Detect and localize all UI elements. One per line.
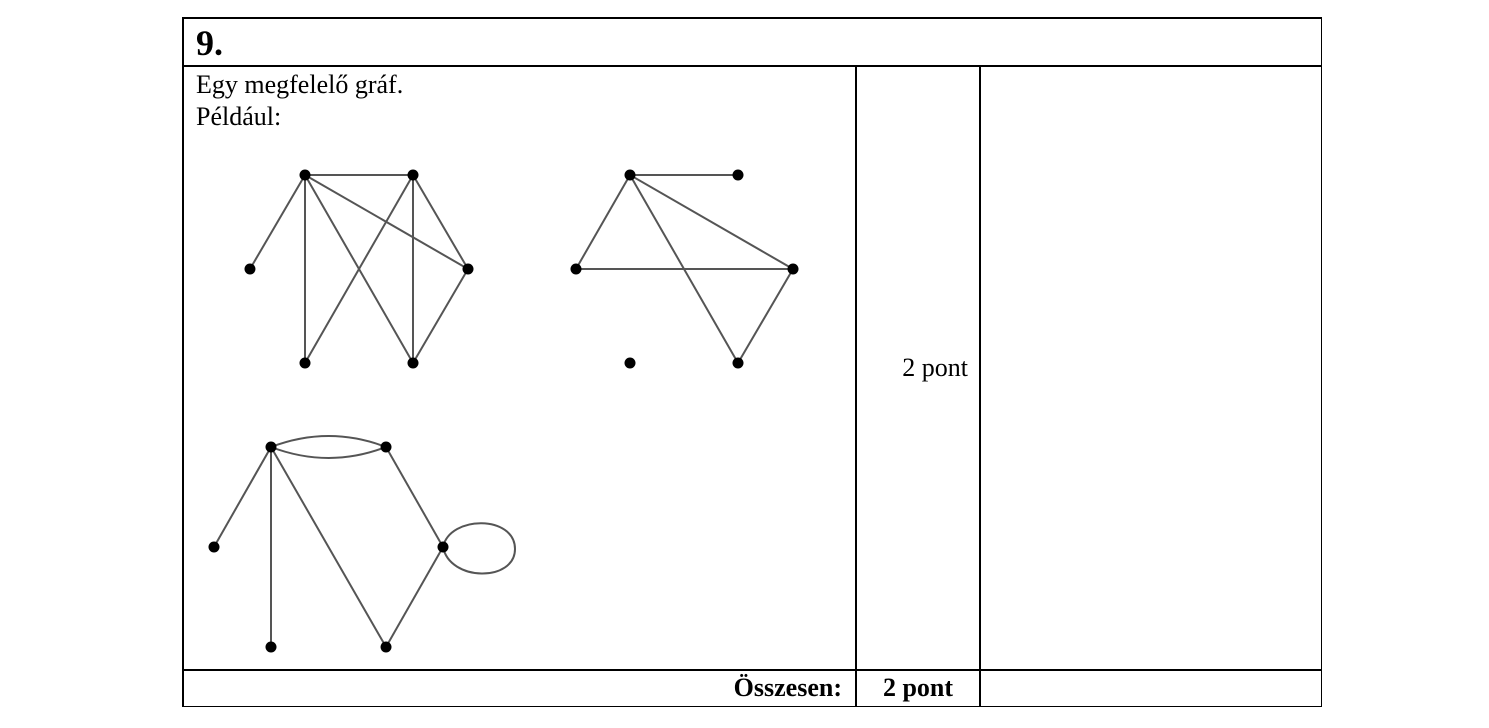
- graph-1-edge: [412, 268, 469, 364]
- graph-2-vertex: [624, 357, 636, 369]
- graph-3-vertex: [265, 441, 277, 453]
- table-border-top: [182, 17, 1322, 19]
- total-row-separator: [182, 669, 1322, 671]
- graph-1-vertex: [462, 263, 474, 275]
- column-separator-2: [979, 65, 981, 707]
- graph-1-vertex: [299, 169, 311, 181]
- graph-2-vertex: [787, 263, 799, 275]
- graph-2-vertex: [624, 169, 636, 181]
- graph-2-vertex: [732, 169, 744, 181]
- graph-1: [244, 169, 474, 369]
- points-value: 2 pont: [902, 353, 968, 382]
- graph-3-vertex: [265, 641, 277, 653]
- graph-1-edge: [412, 174, 469, 270]
- table-border-right: [1320, 17, 1322, 707]
- graph-3-vertex: [380, 641, 392, 653]
- graph-1-vertex: [407, 169, 419, 181]
- graph-3: [208, 435, 517, 653]
- graph-3-vertex: [208, 541, 220, 553]
- graph-3-loop: [442, 522, 517, 575]
- graph-3-edge: [385, 446, 444, 548]
- solution-line-1: Egy megfelelő gráf.: [196, 70, 404, 99]
- graph-1-edge: [304, 174, 414, 364]
- graph-1-vertex: [407, 357, 419, 369]
- solution-text: Egy megfelelő gráf. Például:: [196, 69, 403, 133]
- graph-3-edge: [270, 446, 387, 648]
- solution-table: 9. Egy megfelelő gráf. Például: 2 pont Ö…: [182, 17, 1322, 707]
- graph-1-vertex: [244, 263, 256, 275]
- graph-1-vertex: [299, 357, 311, 369]
- graph-2-edge: [575, 174, 631, 270]
- total-points: 2 pont: [882, 673, 954, 702]
- graph-2-vertex: [570, 263, 582, 275]
- column-separator-1: [855, 65, 857, 707]
- header-separator: [182, 65, 1322, 67]
- graph-3-edge: [270, 446, 387, 459]
- graph-1-edge: [249, 174, 306, 270]
- graph-2-vertex: [732, 357, 744, 369]
- graph-3-vertex: [380, 441, 392, 453]
- graph-3-vertex: [437, 541, 449, 553]
- table-border-bottom: [182, 705, 1322, 707]
- solution-line-2: Például:: [196, 102, 282, 131]
- graph-3-edge: [213, 446, 272, 548]
- graph-2-edge: [629, 174, 794, 270]
- graph-2: [570, 169, 799, 369]
- graph-3-edge: [385, 546, 444, 648]
- table-border-left: [182, 17, 184, 707]
- task-number: 9.: [196, 23, 223, 63]
- graph-2-edge: [737, 268, 794, 364]
- graph-3-edge: [270, 435, 387, 448]
- total-label: Összesen:: [733, 673, 842, 702]
